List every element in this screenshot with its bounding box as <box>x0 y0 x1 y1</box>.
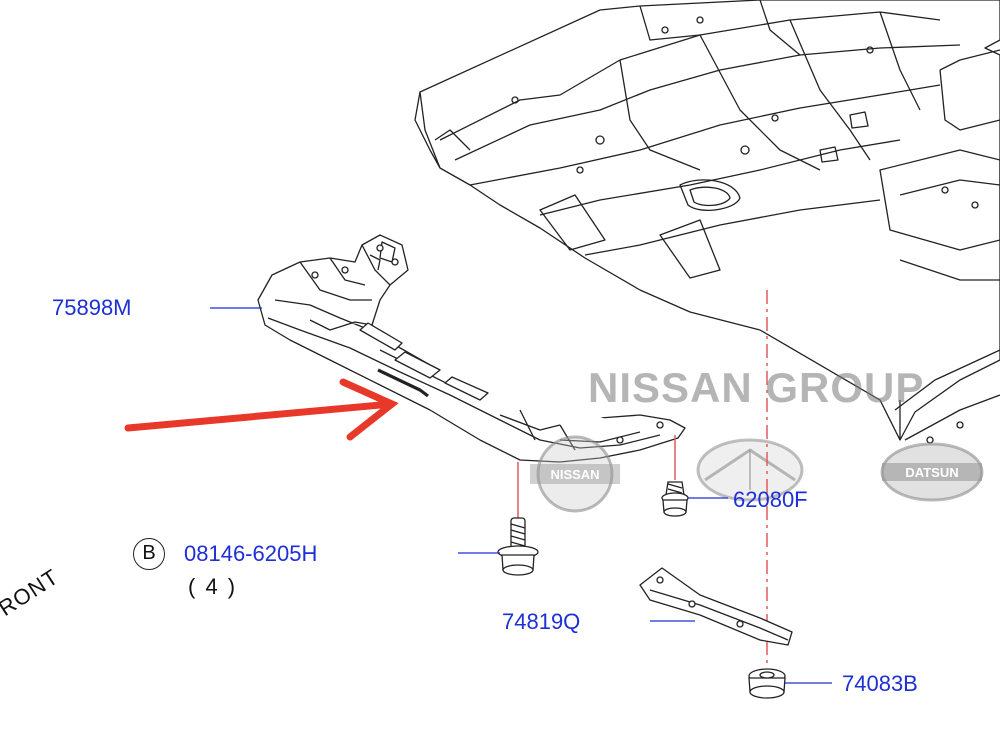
part-number-08146-6205H[interactable]: 08146-6205H <box>184 541 318 566</box>
annotation-arrow <box>124 378 399 441</box>
part-number-74819Q[interactable]: 74819Q <box>502 609 581 634</box>
bolt-quantity: ( 4 ) <box>188 574 238 599</box>
clip-part <box>661 481 689 517</box>
watermark-text: NISSAN GROUP <box>588 364 925 411</box>
part-number-62080F[interactable]: 62080F <box>733 487 808 512</box>
svg-text:DATSUN: DATSUN <box>905 465 958 480</box>
floor-panel <box>414 0 1000 444</box>
under-cover-part <box>257 234 686 463</box>
part-number-75898M[interactable]: 75898M <box>52 295 132 320</box>
part-number-74083B[interactable]: 74083B <box>842 671 918 696</box>
datsun-logo: DATSUN <box>880 442 984 502</box>
nissan-logo: NISSAN <box>530 435 620 513</box>
leader-lines <box>210 307 832 684</box>
svg-text:NISSAN: NISSAN <box>550 467 599 482</box>
bolt-reference-circle: B <box>133 538 165 570</box>
bolt-part <box>497 517 539 576</box>
nut-part <box>748 668 786 699</box>
bracket-part <box>639 567 793 646</box>
infiniti-logo <box>696 438 804 502</box>
